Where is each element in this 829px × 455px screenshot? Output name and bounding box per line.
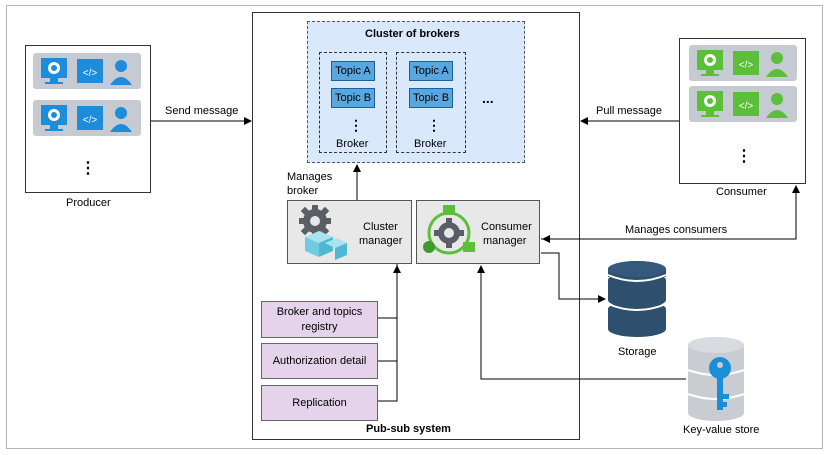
authorization-label: Authorization detail [272,354,367,367]
topic-b: Topic B [409,88,453,108]
consumer-label: Consumer [716,186,767,198]
pull-message-label: Pull message [596,105,663,117]
producer-client-icons: </> [41,105,132,132]
gear-cube-icon [299,205,347,260]
broker-label: Broker [414,138,447,150]
consumer-more: ⋮ [736,148,752,165]
pubsub-label: Pub-sub system [366,423,451,435]
kv-label: Key-value store [683,424,760,436]
consumer-client-row: </> [689,45,797,81]
consumer-client-icons: </> [697,50,788,77]
diagram-frame [6,5,823,449]
broker-more: ⋮ [427,117,441,133]
key-value-store-icon [687,337,745,421]
authorization-detail: Authorization detail [261,343,378,379]
cluster-manager-line1: Cluster [363,221,398,233]
producer-client-row: </> [33,53,141,89]
svg-text:</>: </> [739,101,754,112]
registry-line1: Broker and topics [276,305,363,318]
manages-broker-label-2: broker [287,185,319,197]
consumer-client-icons: </> [697,91,788,118]
consumer-manager-line2: manager [483,235,527,247]
topic-b: Topic B [331,88,375,108]
svg-text:</>: </> [83,115,98,126]
producer-label: Producer [66,197,111,209]
cluster-title: Cluster of brokers [365,28,460,40]
broker [396,52,466,153]
svg-text:</>: </> [83,68,98,79]
manages-consumers-label: Manages consumers [625,224,728,236]
topic-a: Topic A [331,61,375,81]
broker [319,52,387,153]
database-icon [607,261,667,337]
consumer-manager-line1: Consumer [481,221,532,233]
cluster-manager-line2: manager [359,235,403,247]
consumer-client-row: </> [689,86,797,122]
producer-client-row: </> [33,100,141,136]
replication-label: Replication [292,396,347,409]
svg-text:</>: </> [739,60,754,71]
broker-topics-registry: Broker and topics registry [261,301,378,338]
send-message-label: Send message [165,105,239,117]
manages-broker-label-1: Manages [287,171,333,183]
producer-more: ⋮ [80,160,96,177]
broker-label: Broker [336,138,369,150]
more-brokers-ellipsis: ... [482,90,494,106]
replication: Replication [261,385,378,421]
topic-a: Topic A [409,61,453,81]
storage-label: Storage [618,346,657,358]
producer-client-icons: </> [41,58,132,85]
registry-line2: registry [301,320,338,333]
consumer-gear-icon [423,205,475,255]
broker-more: ⋮ [349,117,363,133]
